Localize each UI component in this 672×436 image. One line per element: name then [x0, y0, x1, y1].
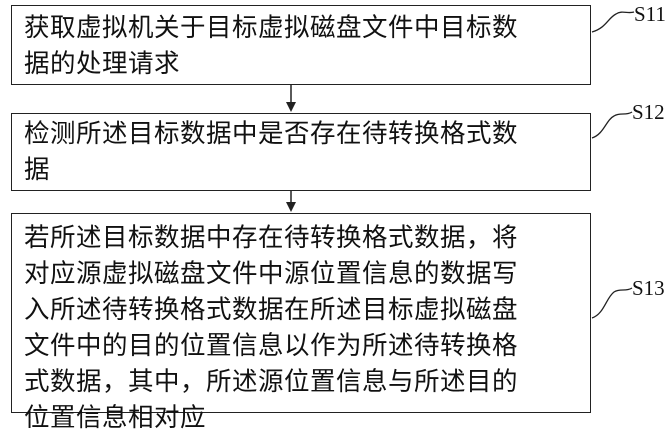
leader-curve-s11 — [591, 11, 635, 33]
step-s13-line-3: 入所述待转换格式数据在所述目标虚拟磁盘 — [24, 295, 519, 325]
arrowhead-s12-to-s13 — [286, 202, 296, 212]
step-box-s12: 检测所述目标数据中是否存在待转换格式数 据 — [11, 113, 591, 191]
step-label-s12: S12 — [632, 100, 665, 124]
leader-curve-s12 — [591, 111, 633, 139]
step-s13-line-4: 文件中的目的位置信息以作为所述待转换格 — [24, 331, 519, 361]
arrowhead-s11-to-s12 — [286, 102, 296, 112]
step-s13-line-1: 若所述目标数据中存在待转换格式数据，将 — [24, 223, 519, 253]
step-s12-line-2: 据 — [24, 155, 51, 185]
leader-curve-s13 — [591, 287, 633, 319]
diagram-connectors — [286, 11, 635, 319]
step-box-s11: 获取虚拟机关于目标虚拟磁盘文件中目标数 据的处理请求 — [11, 5, 591, 85]
step-text-s12: 检测所述目标数据中是否存在待转换格式数 据 — [24, 116, 584, 188]
step-label-s13: S13 — [632, 276, 665, 300]
step-s11-line-1: 获取虚拟机关于目标虚拟磁盘文件中目标数 — [24, 13, 519, 43]
step-text-s11: 获取虚拟机关于目标虚拟磁盘文件中目标数 据的处理请求 — [24, 10, 584, 82]
step-s11-line-2: 据的处理请求 — [24, 49, 181, 79]
step-s13-line-6: 位置信息相对应 — [24, 403, 207, 433]
step-label-s11: S11 — [634, 2, 666, 26]
step-s13-line-2: 对应源虚拟磁盘文件中源位置信息的数据写 — [24, 259, 519, 289]
step-s13-line-5: 式数据，其中，所述源位置信息与所述目的 — [24, 367, 519, 397]
step-s12-line-1: 检测所述目标数据中是否存在待转换格式数 — [24, 119, 519, 149]
step-box-s13: 若所述目标数据中存在待转换格式数据，将 对应源虚拟磁盘文件中源位置信息的数据写 … — [11, 213, 591, 433]
